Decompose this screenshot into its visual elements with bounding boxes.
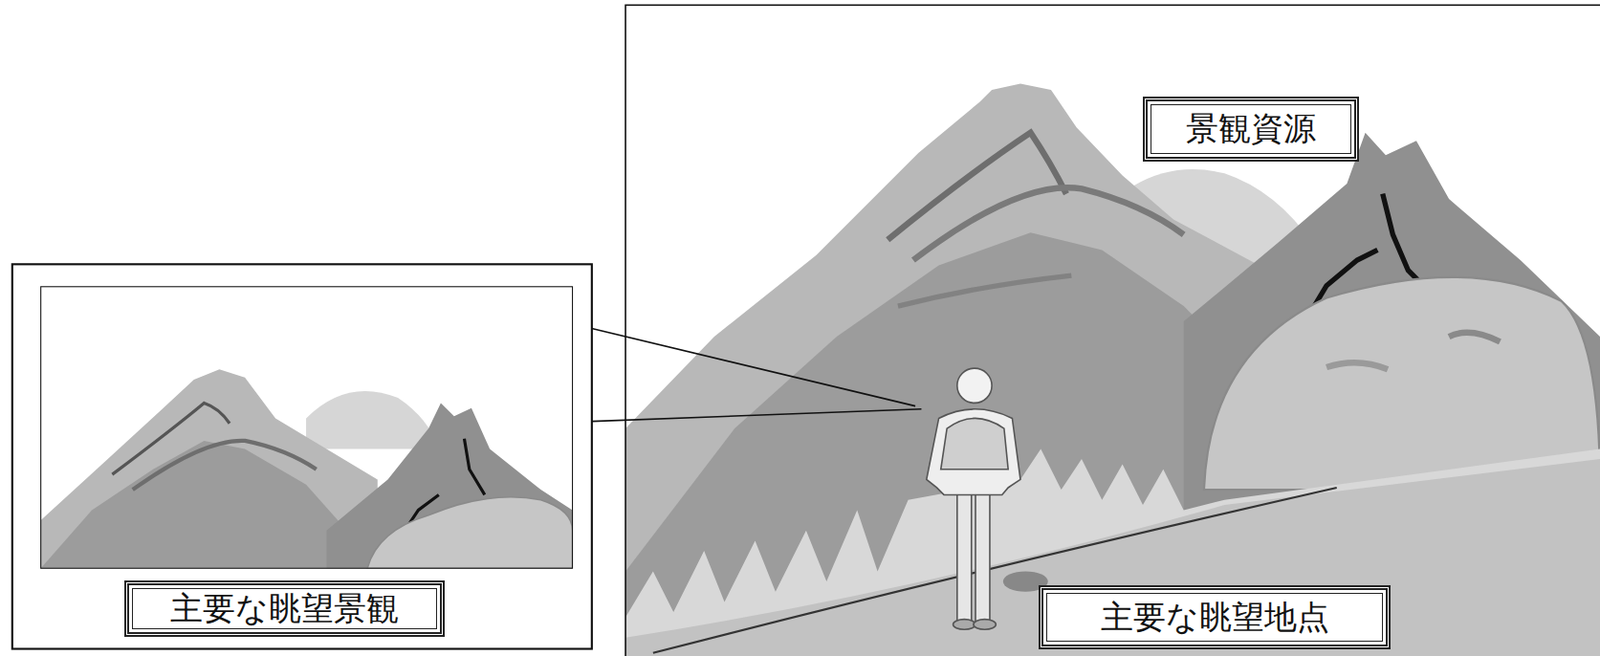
main-scene — [625, 4, 1600, 656]
leader-line — [591, 409, 922, 422]
label-text: 主要な眺望景観 — [164, 591, 405, 627]
inset-frame — [12, 263, 592, 649]
inset-view — [41, 286, 573, 569]
label-text: 主要な眺望地点 — [1095, 599, 1336, 636]
label-box: 主要な眺望地点 — [1038, 585, 1391, 649]
label-box: 景観資源 — [1142, 96, 1359, 161]
label-box: 主要な眺望景観 — [124, 580, 445, 637]
inset-view-frame — [41, 286, 573, 569]
label-text: 景観資源 — [1180, 110, 1322, 147]
hiker-figure — [926, 368, 1021, 630]
scene-frame — [625, 4, 1600, 656]
leader-line — [591, 328, 916, 407]
